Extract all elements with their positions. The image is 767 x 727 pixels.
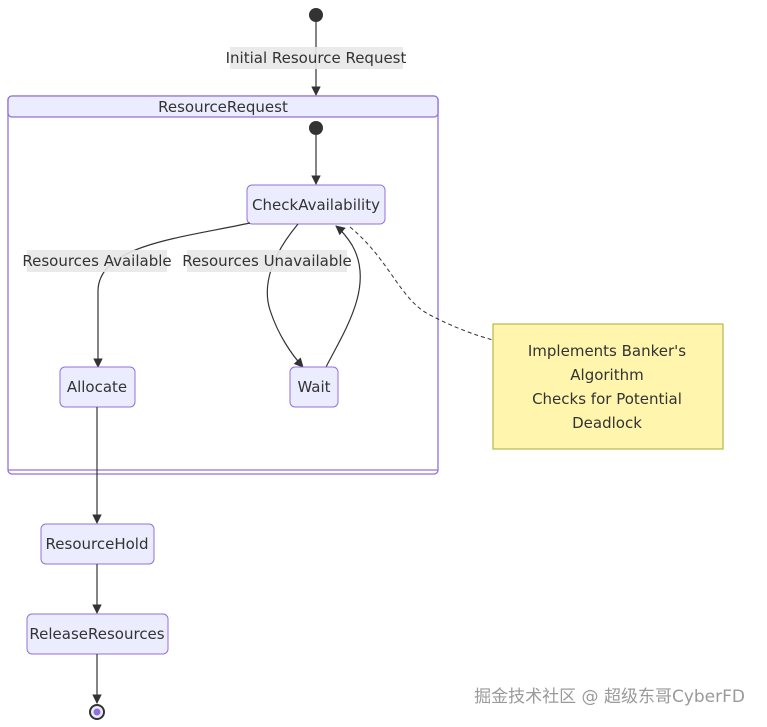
initial-state-dot <box>309 8 323 22</box>
final-state <box>89 704 105 720</box>
edge-label-bg <box>27 250 167 272</box>
state-resource-hold-label: ResourceHold <box>46 535 149 553</box>
state-check-availability[interactable]: CheckAvailability <box>246 184 386 225</box>
edge-resources-available <box>93 222 251 368</box>
edge-label-resources-unavailable: Resources Unavailable <box>182 252 352 270</box>
note-bankers-algorithm: Implements Banker's Algorithm Checks for… <box>492 323 724 450</box>
state-release-resources[interactable]: ReleaseResources <box>26 613 169 655</box>
edge-label-initial-request: Initial Resource Request <box>226 49 407 67</box>
note-link <box>349 226 494 341</box>
note-line-4: Deadlock <box>572 414 642 432</box>
state-resource-hold[interactable]: ResourceHold <box>40 523 155 565</box>
composite-title: ResourceRequest <box>158 98 288 116</box>
final-state-inner <box>93 708 101 716</box>
state-check-availability-box <box>246 184 386 225</box>
state-release-resources-label: ReleaseResources <box>29 625 164 643</box>
state-check-availability-label: CheckAvailability <box>252 196 380 214</box>
composite-state-resource-request[interactable]: ResourceRequest <box>7 95 439 475</box>
note-line-2: Algorithm <box>570 366 643 384</box>
composite-body <box>7 95 439 475</box>
composite-header <box>7 95 439 118</box>
state-wait[interactable]: Wait <box>289 366 339 408</box>
state-allocate-label: Allocate <box>67 378 127 396</box>
note-box <box>492 323 724 450</box>
state-allocate[interactable]: Allocate <box>59 366 136 408</box>
edge-wait-to-check <box>325 225 361 368</box>
edge-label-bg <box>230 47 403 69</box>
note-line-3: Checks for Potential <box>532 390 682 408</box>
note-line-1: Implements Banker's <box>528 342 686 360</box>
edge-label-bg <box>187 250 347 272</box>
inner-initial-state-dot <box>309 121 323 135</box>
edge-label-resources-available: Resources Available <box>22 252 171 270</box>
watermark-text: 掘金技术社区 @ 超级东哥CyberFD <box>474 687 745 707</box>
state-wait-label: Wait <box>297 378 330 396</box>
state-wait-box <box>289 366 339 408</box>
